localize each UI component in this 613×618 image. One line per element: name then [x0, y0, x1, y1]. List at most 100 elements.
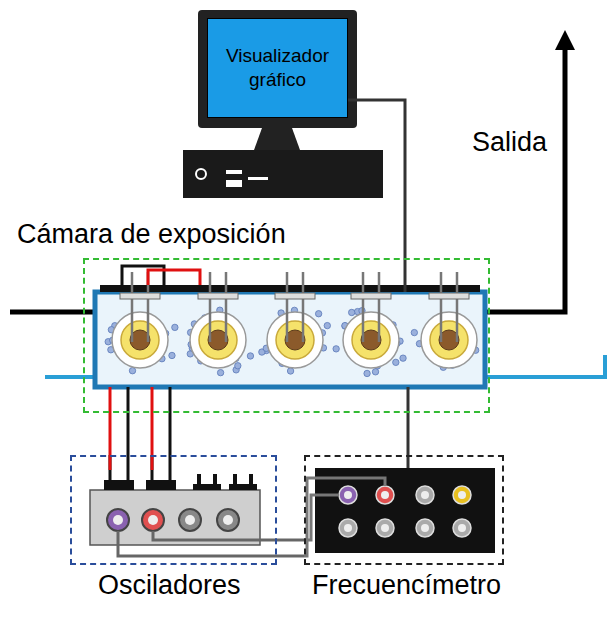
jack-core	[344, 524, 352, 532]
sample-ring	[199, 321, 237, 359]
signal-wire	[109, 413, 112, 455]
jack	[453, 486, 471, 504]
electrode	[302, 272, 305, 342]
coax-cable	[304, 478, 385, 556]
screen-label: Visualizador gráfico	[212, 44, 343, 92]
well	[267, 312, 323, 368]
coax-cable	[277, 555, 304, 558]
jack-grey	[179, 509, 201, 531]
electrode	[209, 272, 212, 342]
water-line	[485, 355, 605, 377]
jack-grey	[217, 509, 239, 531]
sample-ring	[121, 321, 159, 359]
electrode	[440, 272, 443, 342]
jack-core	[185, 515, 195, 525]
sample-ring	[276, 321, 314, 359]
drive-slot	[248, 177, 268, 180]
sensor-wire	[407, 413, 410, 455]
terminals	[104, 474, 257, 490]
bubble	[129, 368, 135, 374]
bubble	[411, 329, 417, 335]
oscillator-group: Osciladores	[70, 455, 277, 565]
sample-ring	[430, 321, 468, 359]
group-label: Cámara de exposición	[17, 220, 286, 250]
bubble	[235, 363, 241, 369]
ground-wire	[127, 413, 130, 455]
electrode	[225, 272, 228, 342]
electrode	[378, 272, 381, 342]
jack-core	[458, 524, 466, 532]
group-label: Frecuencímetro	[312, 571, 501, 601]
group-label: Osciladores	[98, 571, 241, 601]
wire	[407, 387, 410, 413]
jack-core	[381, 524, 389, 532]
drive-slot	[226, 180, 242, 187]
illustration-part	[146, 480, 176, 490]
wells	[105, 272, 479, 377]
electrode	[286, 272, 289, 342]
power-icon	[196, 169, 206, 179]
oscillator-device	[90, 490, 260, 545]
monitor-frame	[198, 10, 357, 128]
jack-core	[381, 491, 389, 499]
jack-red	[142, 509, 164, 531]
coax-cable	[153, 531, 277, 540]
output-label: Salida	[472, 128, 547, 158]
bubble	[393, 359, 399, 365]
well	[421, 312, 477, 368]
wire	[169, 387, 172, 413]
display-screen: Visualizador gráfico	[207, 18, 348, 118]
bubble	[287, 368, 293, 374]
illustration-part	[193, 484, 221, 490]
data-cable	[348, 100, 405, 258]
wire	[110, 455, 152, 470]
electrode-holder	[198, 293, 238, 299]
electrode-holder	[429, 293, 469, 299]
wire	[151, 387, 154, 413]
electrode	[131, 272, 134, 342]
jack	[376, 519, 394, 537]
electrode	[362, 272, 365, 342]
bubble	[315, 311, 321, 317]
electrode-holder	[351, 293, 391, 299]
bubble	[324, 322, 330, 328]
bubble	[217, 369, 223, 375]
chamber-lid	[100, 285, 480, 292]
wire	[109, 387, 112, 413]
coax-cable	[118, 531, 277, 556]
drive-slot	[226, 170, 242, 174]
electrode	[456, 272, 459, 342]
jack	[416, 486, 434, 504]
jack-core	[421, 491, 429, 499]
bubble	[333, 346, 339, 352]
output-arrowhead	[555, 30, 575, 50]
electrode-holder	[275, 293, 315, 299]
coax-cable	[304, 495, 339, 540]
wire	[110, 455, 170, 482]
bubble	[247, 353, 253, 359]
illustration-part	[229, 484, 257, 490]
jack-core	[421, 524, 429, 532]
jack-core	[148, 515, 158, 525]
well	[190, 312, 246, 368]
jack-core	[113, 515, 123, 525]
well	[343, 312, 399, 368]
computer-tower	[183, 150, 383, 198]
wire	[404, 258, 407, 292]
water-line	[45, 375, 95, 379]
signal-wire	[151, 413, 154, 455]
frequency-meter-group: Frecuencímetro	[304, 455, 504, 565]
jack	[376, 486, 394, 504]
monitor-stand	[254, 128, 300, 150]
jack	[339, 486, 357, 504]
jack	[339, 519, 357, 537]
sample-ring	[352, 321, 390, 359]
wire	[127, 387, 130, 413]
well	[112, 312, 168, 368]
jack	[453, 519, 471, 537]
jack-core	[344, 491, 352, 499]
exposure-chamber: Cámara de exposición	[83, 258, 490, 413]
coax-cable	[277, 539, 304, 542]
output-line	[485, 48, 565, 312]
